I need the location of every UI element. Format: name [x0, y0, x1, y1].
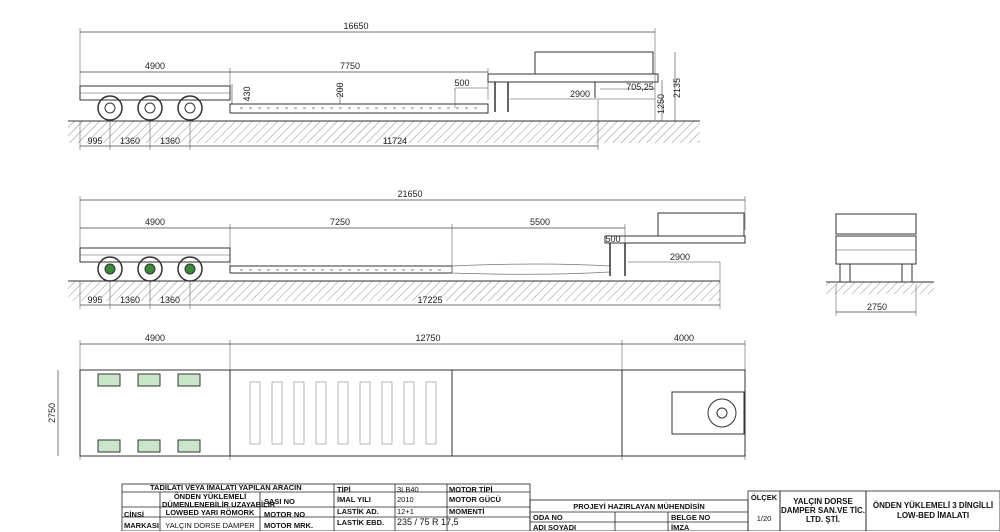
gooseneck	[487, 73, 659, 83]
dim-step-2: 500	[605, 234, 620, 244]
plan-axles	[97, 373, 201, 453]
dim-plan-middle: 12750	[415, 333, 440, 343]
lowbed-deck	[229, 103, 489, 114]
wheels-middle	[97, 256, 203, 282]
dim-plan-rear: 4900	[145, 333, 165, 343]
dim-kingpin: 705,25	[626, 82, 654, 92]
dim-plan-front: 4000	[674, 333, 694, 343]
dim-total-h: 2135	[672, 78, 682, 98]
side-view-extended: 16650 4900 7750 430 200 500	[68, 21, 700, 150]
plan-view: 4900 12750 4000 2750	[47, 333, 746, 460]
dim-axle-spacing-1: 1360	[120, 136, 140, 146]
dim-axle-front-2: 995	[87, 295, 102, 305]
end-view: 2750	[826, 213, 934, 316]
dim-step: 500	[454, 78, 469, 88]
dim-axle-spacing-2-2: 1360	[160, 295, 180, 305]
title-block-grid	[121, 483, 1000, 531]
dim-overall-2: 21650	[397, 189, 422, 199]
wheels-top	[97, 95, 203, 121]
dim-gooseneck-2: 4900	[145, 217, 165, 227]
dim-ramp-h: 430	[242, 86, 252, 101]
ground-hatch	[68, 121, 700, 143]
dim-neck-len: 2900	[570, 89, 590, 99]
dim-wheelbase: 11724	[383, 136, 407, 146]
dim-deck-h: 200	[335, 82, 345, 97]
dim-wheelbase-2: 17225	[417, 295, 442, 305]
dim-axle-spacing-2: 1360	[160, 136, 180, 146]
dim-deck-2: 7250	[330, 217, 350, 227]
dim-axle-spacing-1-2: 1360	[120, 295, 140, 305]
dim-gooseneck: 4900	[145, 61, 165, 71]
dim-end-width: 2750	[867, 302, 887, 312]
dim-extension: 5500	[530, 217, 550, 227]
side-view-retracted: 21650 4900 7250 5500 500 2900	[68, 189, 746, 309]
dim-neck-len-2: 2900	[670, 252, 690, 262]
dim-overall: 16650	[343, 21, 368, 31]
gooseneck-top	[534, 51, 654, 75]
dim-deck: 7750	[340, 61, 360, 71]
dim-axle-front: 995	[87, 136, 102, 146]
dim-neck-h: 1250	[656, 94, 666, 114]
dim-plan-width: 2750	[47, 403, 57, 423]
